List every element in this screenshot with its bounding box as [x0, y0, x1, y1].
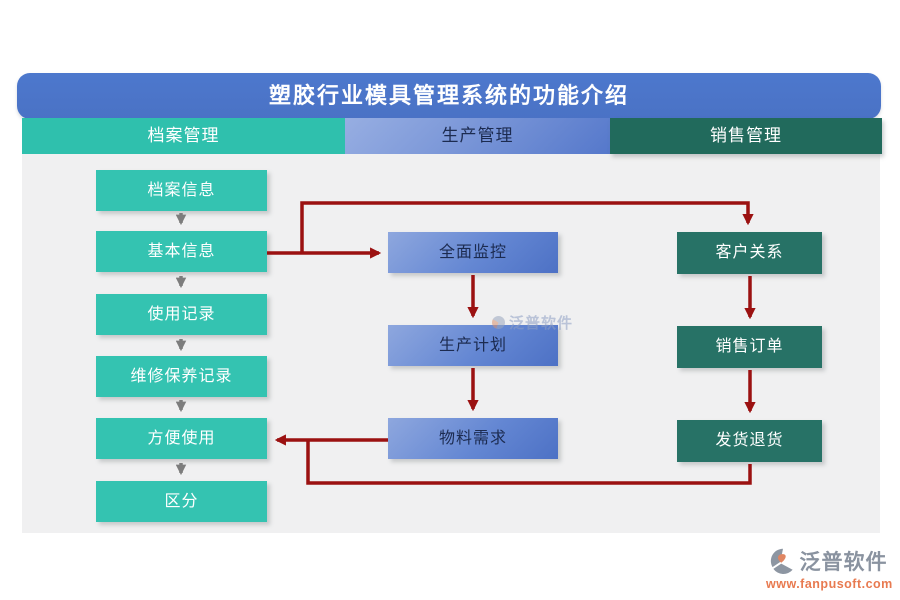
- watermark: 泛普软件: [492, 312, 573, 333]
- watermark-logo-icon: [492, 316, 505, 329]
- box-usage-record: 使用记录: [96, 294, 267, 335]
- box-shipping-return: 发货退货: [677, 420, 822, 462]
- box-distinguish: 区分: [96, 481, 267, 522]
- box-production-plan: 生产计划: [388, 325, 558, 366]
- column-header-archive: 档案管理: [22, 118, 345, 154]
- brand-url: www.fanpusoft.com: [766, 577, 893, 591]
- watermark-text: 泛普软件: [509, 316, 574, 332]
- box-maintenance-record: 维修保养记录: [96, 356, 267, 397]
- diagram-title: 塑胶行业模具管理系统的功能介绍: [17, 73, 881, 119]
- brand-footer: 泛普软件 www.fanpusoft.com: [766, 546, 893, 591]
- box-basic-info: 基本信息: [96, 231, 267, 272]
- box-sales-order: 销售订单: [677, 326, 822, 368]
- fanpu-logo-icon: [770, 548, 793, 575]
- box-archive-info: 档案信息: [96, 170, 267, 211]
- box-full-monitoring: 全面监控: [388, 232, 558, 273]
- column-header-production: 生产管理: [345, 118, 610, 154]
- brand-name: 泛普软件: [799, 550, 888, 574]
- box-material-demand: 物料需求: [388, 418, 558, 459]
- column-header-sales: 销售管理: [610, 118, 882, 154]
- box-easy-use: 方便使用: [96, 418, 267, 459]
- box-customer-relation: 客户关系: [677, 232, 822, 274]
